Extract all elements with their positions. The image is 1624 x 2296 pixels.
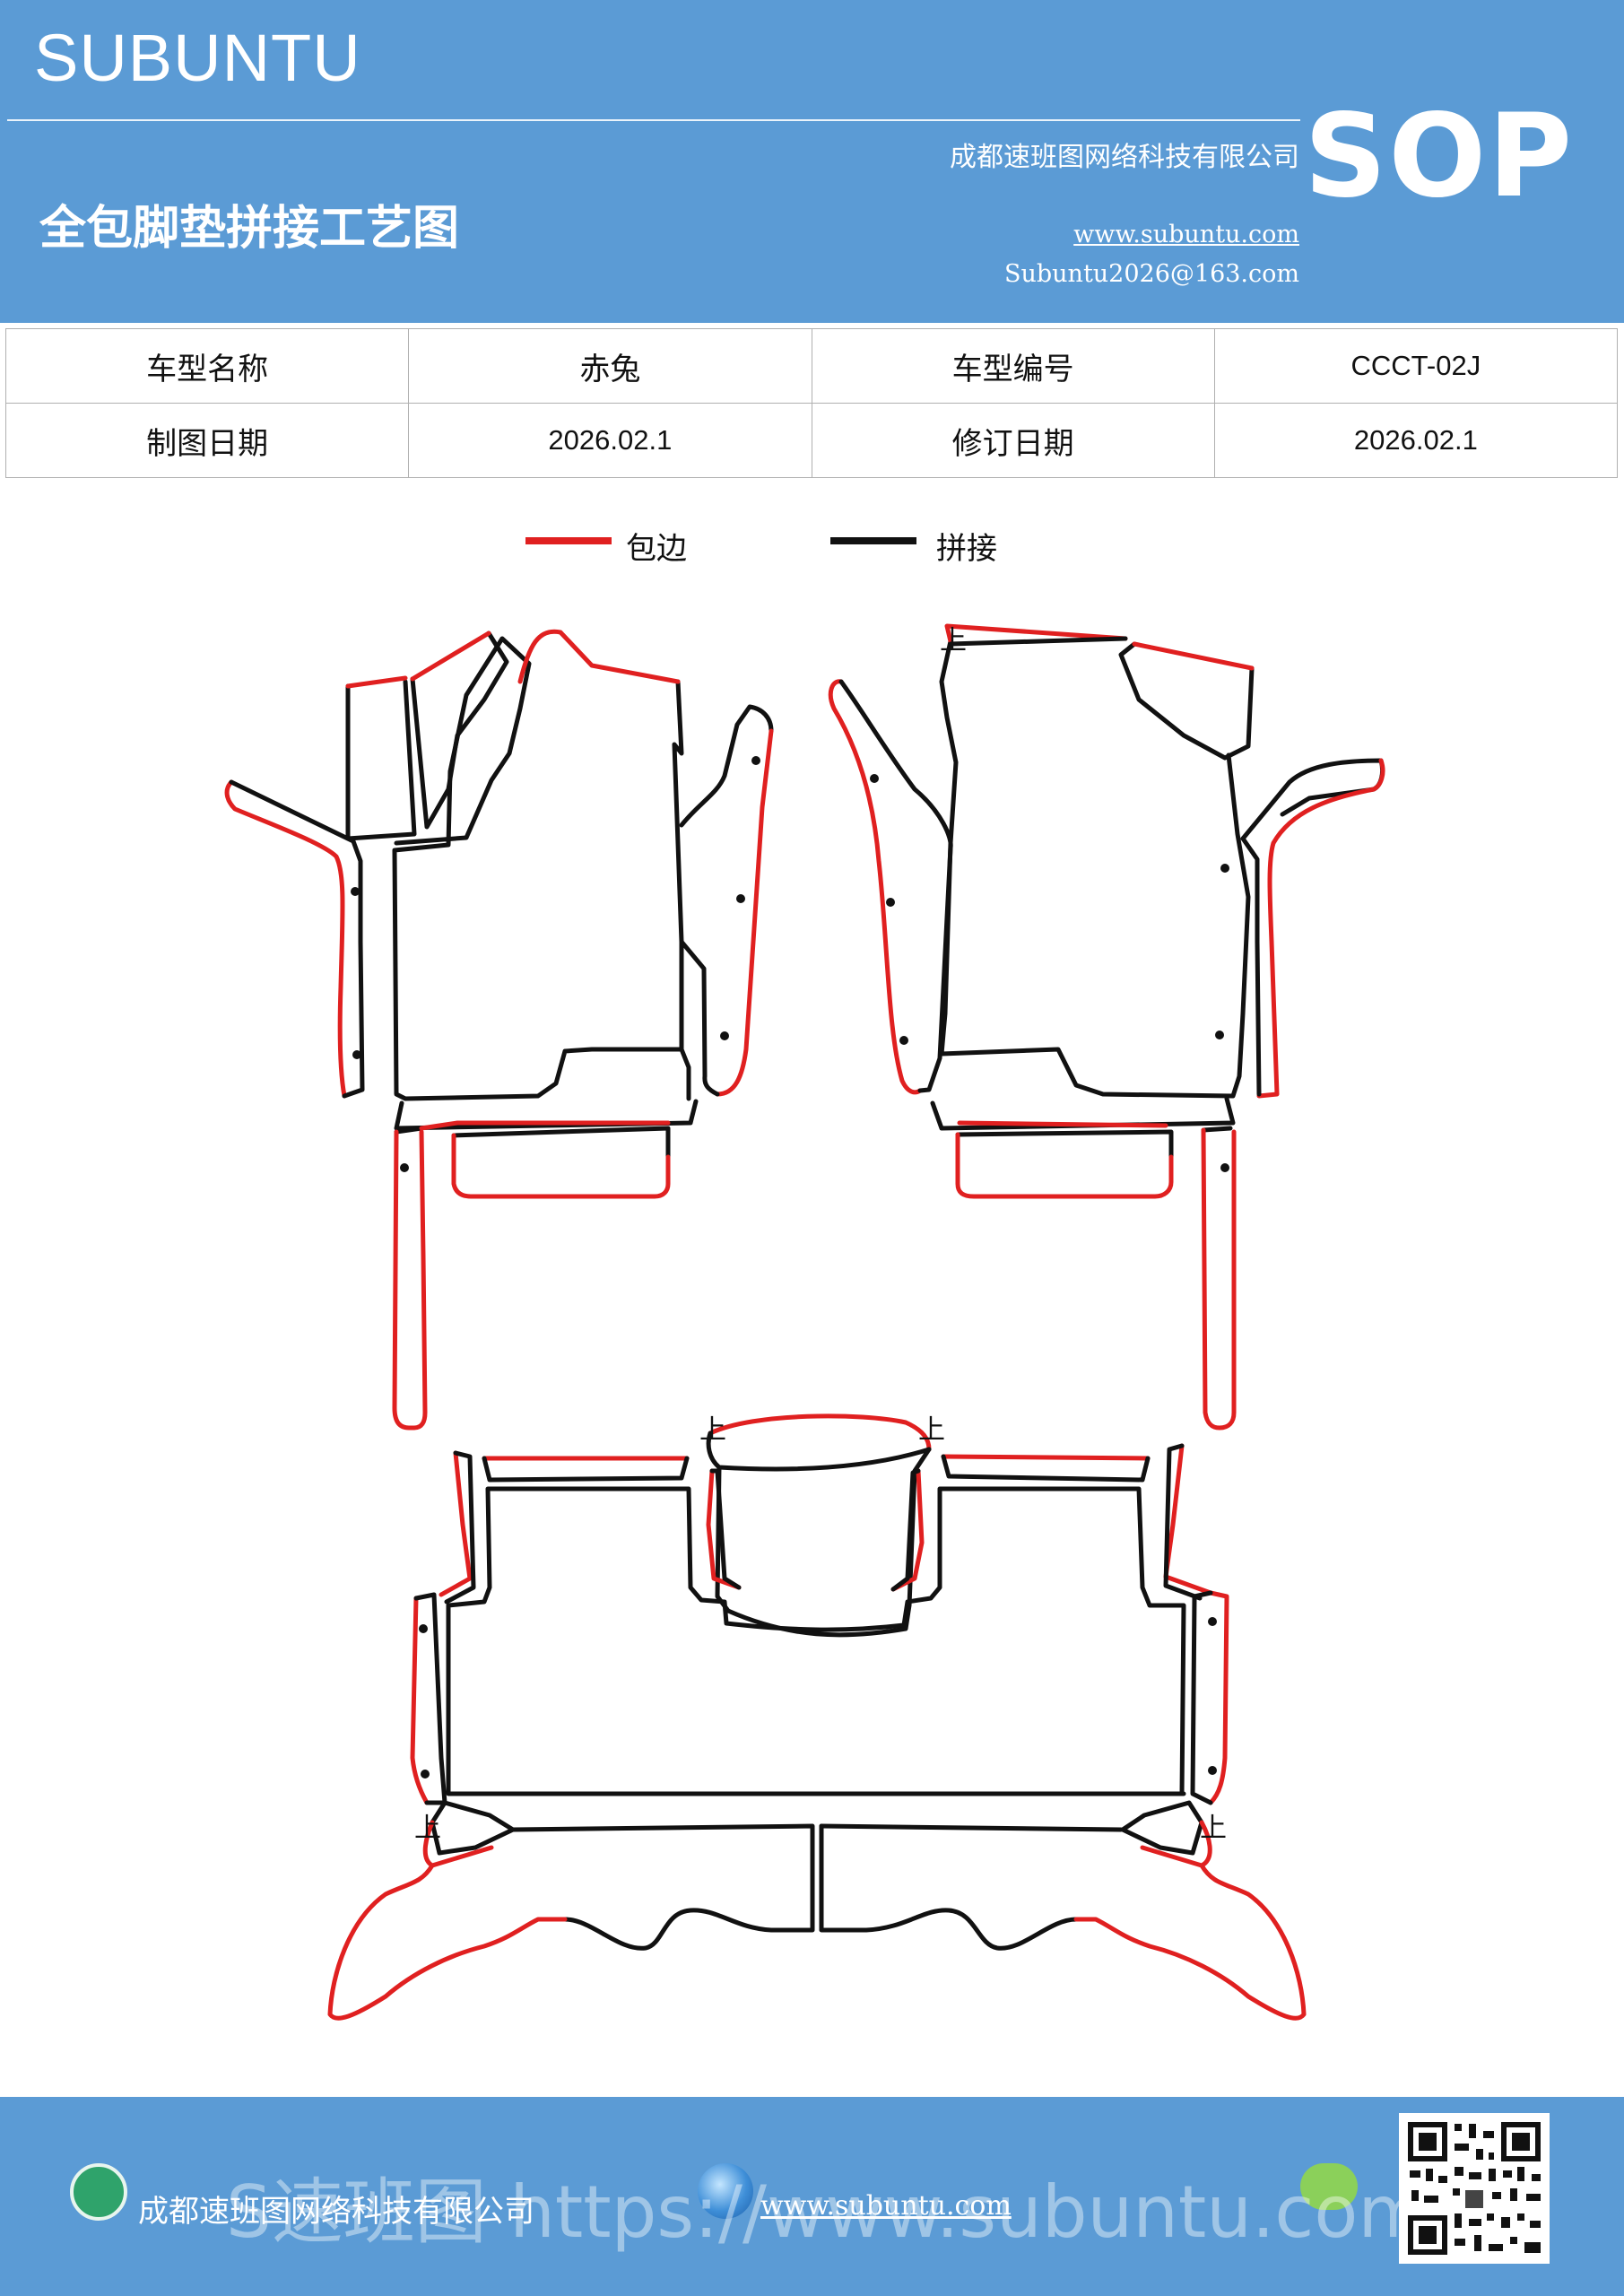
model-code-label: 车型编号 <box>811 328 1215 404</box>
pin-dot <box>1220 1163 1229 1172</box>
footer-company-name: 成都速班图网络科技有限公司 <box>138 2194 534 2230</box>
top-marker: 上 <box>940 625 967 657</box>
pin-dot <box>419 1624 428 1633</box>
pin-dot <box>352 1050 361 1059</box>
pin-dot <box>421 1770 430 1779</box>
pin-dot <box>870 774 879 783</box>
pin-dot <box>720 1031 729 1040</box>
pin-dot <box>1215 1031 1224 1039</box>
front-left-mat <box>224 629 774 1431</box>
edge-line-swatch <box>525 537 612 544</box>
watermark-text: S速班图 https://www.subuntu.com <box>226 2170 1429 2254</box>
company-name: 成都速班图网络科技有限公司 <box>950 142 1299 173</box>
pin-dot <box>351 887 360 896</box>
rear-mat <box>327 1413 1307 2021</box>
sop-badge: SOP <box>1304 90 1574 223</box>
top-marker: 上 <box>414 1813 441 1844</box>
website-link[interactable]: www.subuntu.com <box>1073 221 1299 248</box>
brand-logo-text: SUBUNTU <box>34 21 361 95</box>
model-name-value: 赤兔 <box>408 328 812 404</box>
seam-line-swatch <box>830 537 916 544</box>
pin-dot <box>736 894 745 903</box>
pin-dot <box>1208 1617 1217 1626</box>
revision-date-label: 修订日期 <box>811 403 1215 478</box>
pin-dot <box>886 898 895 907</box>
front-right-mat <box>828 623 1385 1431</box>
wechat-icon <box>1300 2163 1358 2210</box>
legend-label-seam: 拼接 <box>936 531 997 567</box>
pin-dot <box>1208 1766 1217 1775</box>
pin-dot <box>400 1163 409 1172</box>
table-row: 车型名称 赤兔 车型编号 CCCT-02J <box>4 328 1619 404</box>
header-banner: SUBUNTU 成都速班图网络科技有限公司 全包脚垫拼接工艺图 www.subu… <box>0 0 1624 323</box>
top-marker: 上 <box>918 1414 945 1446</box>
header-divider <box>7 119 1300 121</box>
pin-dot <box>751 756 760 765</box>
globe-icon <box>698 2163 753 2219</box>
pin-dot <box>1220 864 1229 873</box>
footer-banner: 成都速班图网络科技有限公司 www.subuntu.com S速班图 https… <box>0 2097 1624 2296</box>
draw-date-label: 制图日期 <box>4 403 410 478</box>
building-icon <box>70 2163 127 2221</box>
model-name-label: 车型名称 <box>4 328 410 404</box>
qr-code-icon[interactable] <box>1399 2113 1550 2264</box>
contact-email[interactable]: Subuntu2026@163.com <box>1004 260 1299 288</box>
top-marker: 上 <box>699 1414 726 1446</box>
revision-date-value: 2026.02.1 <box>1213 403 1619 478</box>
draw-date-value: 2026.02.1 <box>408 403 812 478</box>
table-row: 制图日期 2026.02.1 修订日期 2026.02.1 <box>4 403 1619 478</box>
document-title: 全包脚垫拼接工艺图 <box>39 202 460 256</box>
top-marker: 上 <box>1200 1813 1227 1844</box>
footer-website-link[interactable]: www.subuntu.com <box>760 2190 1012 2222</box>
model-code-value: CCCT-02J <box>1213 328 1619 404</box>
vehicle-info-table: 车型名称 赤兔 车型编号 CCCT-02J 制图日期 2026.02.1 修订日… <box>4 328 1619 478</box>
legend-label-edge: 包边 <box>626 531 687 567</box>
pin-dot <box>899 1036 908 1045</box>
